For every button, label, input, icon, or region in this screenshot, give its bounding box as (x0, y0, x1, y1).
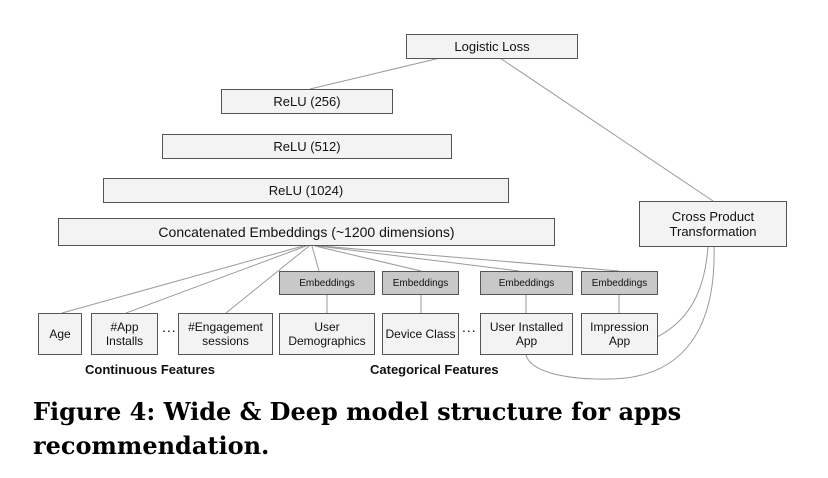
link-loss-relu256 (309, 57, 441, 90)
relu-1024-node: ReLU (1024) (103, 178, 509, 203)
concatenated-embeddings-label: Concatenated Embeddings (~1200 dimension… (158, 223, 455, 240)
relu-512-label: ReLU (512) (273, 139, 341, 154)
categorical-features-label: Categorical Features (370, 362, 499, 377)
logistic-loss-label: Logistic Loss (454, 39, 530, 54)
link-concat-age (61, 245, 304, 314)
embeddings-node-user-installed-app: Embeddings (480, 271, 573, 295)
link-cross-userinstalled (525, 245, 715, 380)
feature-label: #Engagement sessions (188, 320, 263, 348)
relu-512-node: ReLU (512) (162, 134, 452, 159)
cross-product-node: Cross Product Transformation (639, 201, 787, 247)
embeddings-node-impression-app: Embeddings (581, 271, 658, 295)
concatenated-embeddings-node: Concatenated Embeddings (~1200 dimension… (58, 218, 555, 246)
link-concat-emb1 (311, 245, 320, 272)
embeddings-label: Embeddings (591, 277, 648, 289)
embeddings-label: Embeddings (498, 277, 555, 289)
embeddings-label: Embeddings (392, 277, 449, 289)
embeddings-node-device-class: Embeddings (382, 271, 459, 295)
link-loss-cross (499, 57, 714, 202)
relu-256-node: ReLU (256) (221, 89, 393, 114)
ellipsis-continuous: ... (162, 319, 177, 335)
feature-label: Impression App (590, 320, 649, 348)
feature-age: Age (38, 313, 82, 355)
feature-app-installs: #App Installs (91, 313, 158, 355)
logistic-loss-node: Logistic Loss (406, 34, 578, 59)
cross-product-label: Cross Product Transformation (669, 209, 757, 239)
link-concat-emb2 (314, 245, 422, 272)
relu-256-label: ReLU (256) (273, 94, 341, 109)
ellipsis-categorical: ... (462, 319, 477, 335)
link-cross-impression (656, 245, 709, 338)
feature-label: User Installed App (489, 320, 564, 348)
feature-device-class: Device Class (382, 313, 459, 355)
relu-1024-label: ReLU (1024) (268, 183, 344, 198)
feature-label: Device Class (385, 327, 456, 341)
feature-label: Age (49, 327, 71, 341)
feature-label: User Demographics (288, 320, 366, 348)
link-concat-emb3 (317, 245, 520, 272)
feature-user-demographics: User Demographics (279, 313, 375, 355)
feature-engagement-sessions: #Engagement sessions (178, 313, 273, 355)
embeddings-node-user-demographics: Embeddings (279, 271, 375, 295)
feature-label: #App Installs (105, 320, 144, 348)
figure-caption: Figure 4: Wide & Deep model structure fo… (33, 397, 682, 460)
link-concat-emb4 (320, 245, 620, 272)
link-concat-appinstalls (125, 245, 307, 314)
feature-user-installed-app: User Installed App (480, 313, 573, 355)
embeddings-label: Embeddings (299, 277, 355, 289)
link-concat-engagement (225, 245, 310, 314)
continuous-features-label: Continuous Features (85, 362, 216, 377)
feature-impression-app: Impression App (581, 313, 658, 355)
